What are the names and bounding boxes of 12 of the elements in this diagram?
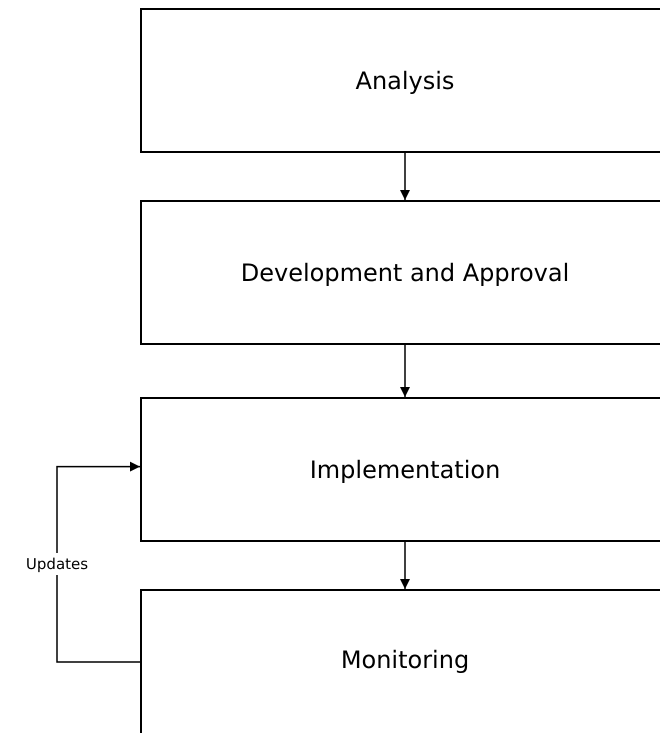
box-label: Analysis [356,66,454,94]
arrow [56,462,140,663]
box-label: Implementation [310,456,500,484]
arrow [400,345,410,397]
arrow [400,542,410,589]
box-label: Development and Approval [240,258,570,286]
box-label: Monitoring [340,646,470,674]
process-box [140,589,660,733]
process-box [140,8,660,153]
process-box [140,397,660,542]
arrow [400,153,410,200]
process-box [140,200,660,345]
